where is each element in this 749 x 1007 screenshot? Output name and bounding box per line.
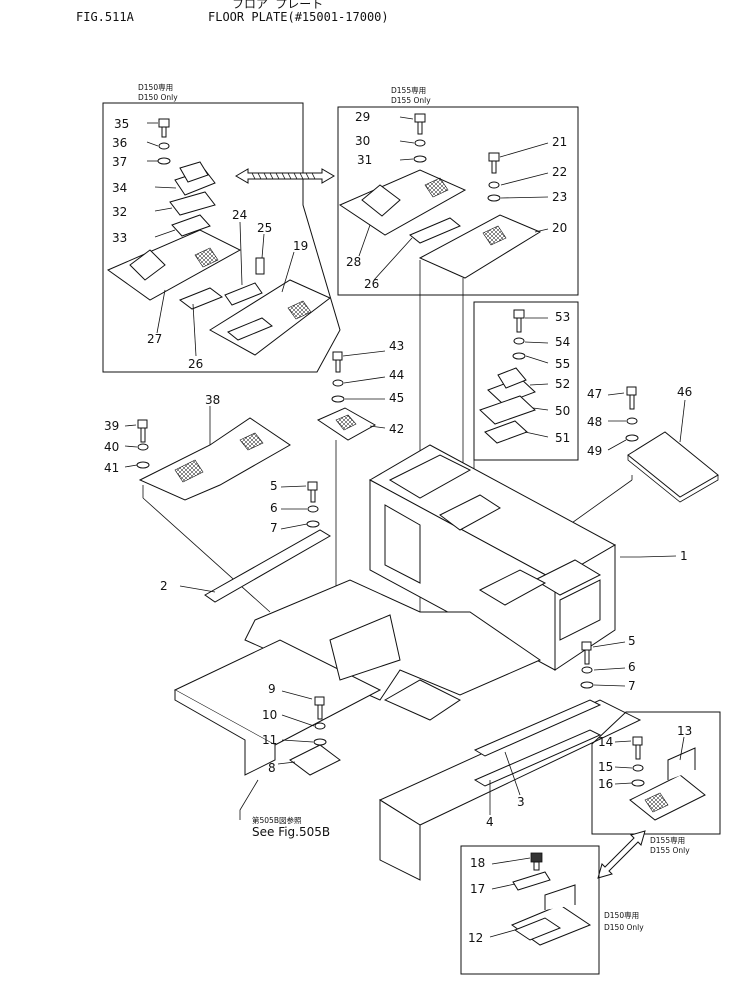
callout-19: 19 bbox=[293, 239, 308, 253]
callout-43: 43 bbox=[389, 339, 404, 353]
callout-38: 38 bbox=[205, 393, 220, 407]
cover-38-group bbox=[124, 406, 291, 613]
svg-text:D155専用: D155専用 bbox=[391, 85, 426, 95]
callout-32: 32 bbox=[112, 205, 127, 219]
callout-34: 34 bbox=[112, 181, 127, 195]
callout-39: 39 bbox=[104, 419, 119, 433]
callout-8: 8 bbox=[268, 761, 276, 775]
cover-46-group bbox=[519, 386, 719, 561]
svg-text:D155専用: D155専用 bbox=[650, 835, 685, 845]
callout-55: 55 bbox=[555, 357, 570, 371]
reference-jp: 第505B図参照 bbox=[252, 815, 302, 825]
d150-top-group: D150専用 D150 Only bbox=[102, 82, 341, 373]
callout-24: 24 bbox=[232, 208, 247, 222]
d155-bottom-group: D155専用 D155 Only bbox=[591, 711, 721, 855]
callout-47: 47 bbox=[587, 387, 602, 401]
callout-1: 1 bbox=[680, 549, 688, 563]
callout-3: 3 bbox=[517, 795, 525, 809]
d150-bottom-group: D150専用 D150 Only bbox=[460, 845, 644, 975]
callout-37: 37 bbox=[112, 155, 127, 169]
callout-23: 23 bbox=[552, 190, 567, 204]
svg-text:D150専用: D150専用 bbox=[138, 82, 173, 92]
callout-5a: 5 bbox=[270, 479, 278, 493]
callout-21: 21 bbox=[552, 135, 567, 149]
callout-10: 10 bbox=[262, 708, 277, 722]
callout-41: 41 bbox=[104, 461, 119, 475]
callout-26a: 26 bbox=[188, 357, 203, 371]
callout-6a: 6 bbox=[270, 501, 278, 515]
callout-14: 14 bbox=[598, 735, 613, 749]
diagonal-arrow bbox=[597, 830, 646, 879]
cover-42-group bbox=[316, 350, 386, 612]
callout-46: 46 bbox=[677, 385, 692, 399]
callout-26b: 26 bbox=[364, 277, 379, 291]
reference-en: See Fig.505B bbox=[252, 825, 330, 839]
callout-35: 35 bbox=[114, 117, 129, 131]
callout-6b: 6 bbox=[628, 660, 636, 674]
callout-15: 15 bbox=[598, 760, 613, 774]
main-frame bbox=[368, 444, 640, 671]
callout-51: 51 bbox=[555, 431, 570, 445]
callout-7a: 7 bbox=[270, 521, 278, 535]
bolt-set-upper bbox=[280, 481, 320, 530]
cover-8-group bbox=[239, 690, 341, 820]
callout-44: 44 bbox=[389, 368, 404, 382]
svg-text:D155 Only: D155 Only bbox=[391, 96, 431, 105]
callout-40: 40 bbox=[104, 440, 119, 454]
title-en: FLOOR PLATE(#15001-17000) bbox=[208, 10, 389, 24]
d155-top-group: D155専用 D155 Only bbox=[337, 85, 579, 296]
callout-16: 16 bbox=[598, 777, 613, 791]
svg-text:D155 Only: D155 Only bbox=[650, 846, 690, 855]
callout-27: 27 bbox=[147, 332, 162, 346]
callout-25: 25 bbox=[257, 221, 272, 235]
callout-18: 18 bbox=[470, 856, 485, 870]
callout-50: 50 bbox=[555, 404, 570, 418]
callout-20: 20 bbox=[552, 221, 567, 235]
callout-11: 11 bbox=[262, 733, 277, 747]
callout-49: 49 bbox=[587, 444, 602, 458]
fig-number: FIG.511A bbox=[76, 10, 135, 24]
callout-7b: 7 bbox=[628, 679, 636, 693]
svg-text:D150 Only: D150 Only bbox=[138, 93, 178, 102]
callout-36: 36 bbox=[112, 136, 127, 150]
callout-22: 22 bbox=[552, 165, 567, 179]
title-jp: フロア プレート bbox=[232, 0, 323, 11]
callout-28: 28 bbox=[346, 255, 361, 269]
callout-48: 48 bbox=[587, 415, 602, 429]
callout-2: 2 bbox=[160, 579, 168, 593]
callout-45: 45 bbox=[389, 391, 404, 405]
callout-5b: 5 bbox=[628, 634, 636, 648]
bolt-set-right bbox=[580, 641, 626, 689]
callout-54: 54 bbox=[555, 335, 570, 349]
svg-text:D150 Only: D150 Only bbox=[604, 923, 644, 932]
callout-29: 29 bbox=[355, 110, 370, 124]
mid-right-group bbox=[473, 301, 579, 612]
svg-text:D150専用: D150専用 bbox=[604, 910, 639, 920]
callout-12: 12 bbox=[468, 931, 483, 945]
callout-30: 30 bbox=[355, 134, 370, 148]
floor-plate bbox=[173, 579, 642, 881]
callout-9: 9 bbox=[268, 682, 276, 696]
callout-52: 52 bbox=[555, 377, 570, 391]
bracket-2 bbox=[179, 529, 331, 603]
callout-17: 17 bbox=[470, 882, 485, 896]
callout-31: 31 bbox=[357, 153, 372, 167]
callout-33: 33 bbox=[112, 231, 127, 245]
callout-13: 13 bbox=[677, 724, 692, 738]
leaders-top-left bbox=[146, 122, 295, 357]
callout-42: 42 bbox=[389, 422, 404, 436]
callout-4: 4 bbox=[486, 815, 494, 829]
double-arrow bbox=[235, 168, 335, 184]
callout-53: 53 bbox=[555, 310, 570, 324]
